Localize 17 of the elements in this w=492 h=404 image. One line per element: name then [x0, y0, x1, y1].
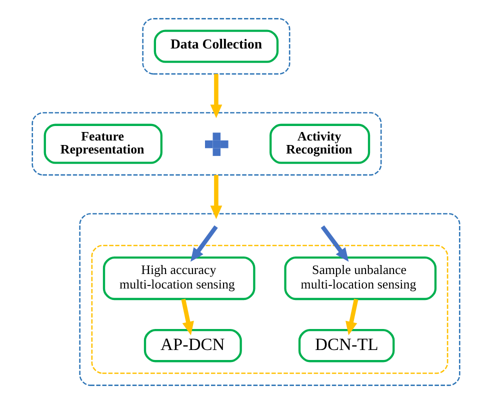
node-box: AP-DCN	[144, 328, 242, 362]
arrow	[190, 225, 218, 262]
arrow	[210, 174, 222, 220]
node-box: DCN-TL	[298, 328, 395, 362]
arrow	[181, 298, 194, 336]
node-box: Sample unbalance multi-location sensing	[284, 256, 437, 300]
node-box: High accuracy multi-location sensing	[102, 256, 256, 300]
arrow	[210, 74, 222, 118]
cluster	[142, 18, 290, 75]
arrow	[346, 298, 358, 336]
node-box: Feature Representation	[44, 124, 162, 164]
node-box: Data Collection	[154, 30, 279, 63]
cluster	[91, 244, 448, 374]
cluster	[79, 213, 460, 386]
arrow	[320, 225, 349, 262]
cluster	[32, 112, 382, 176]
node-box: Activity Recognition	[270, 124, 370, 164]
